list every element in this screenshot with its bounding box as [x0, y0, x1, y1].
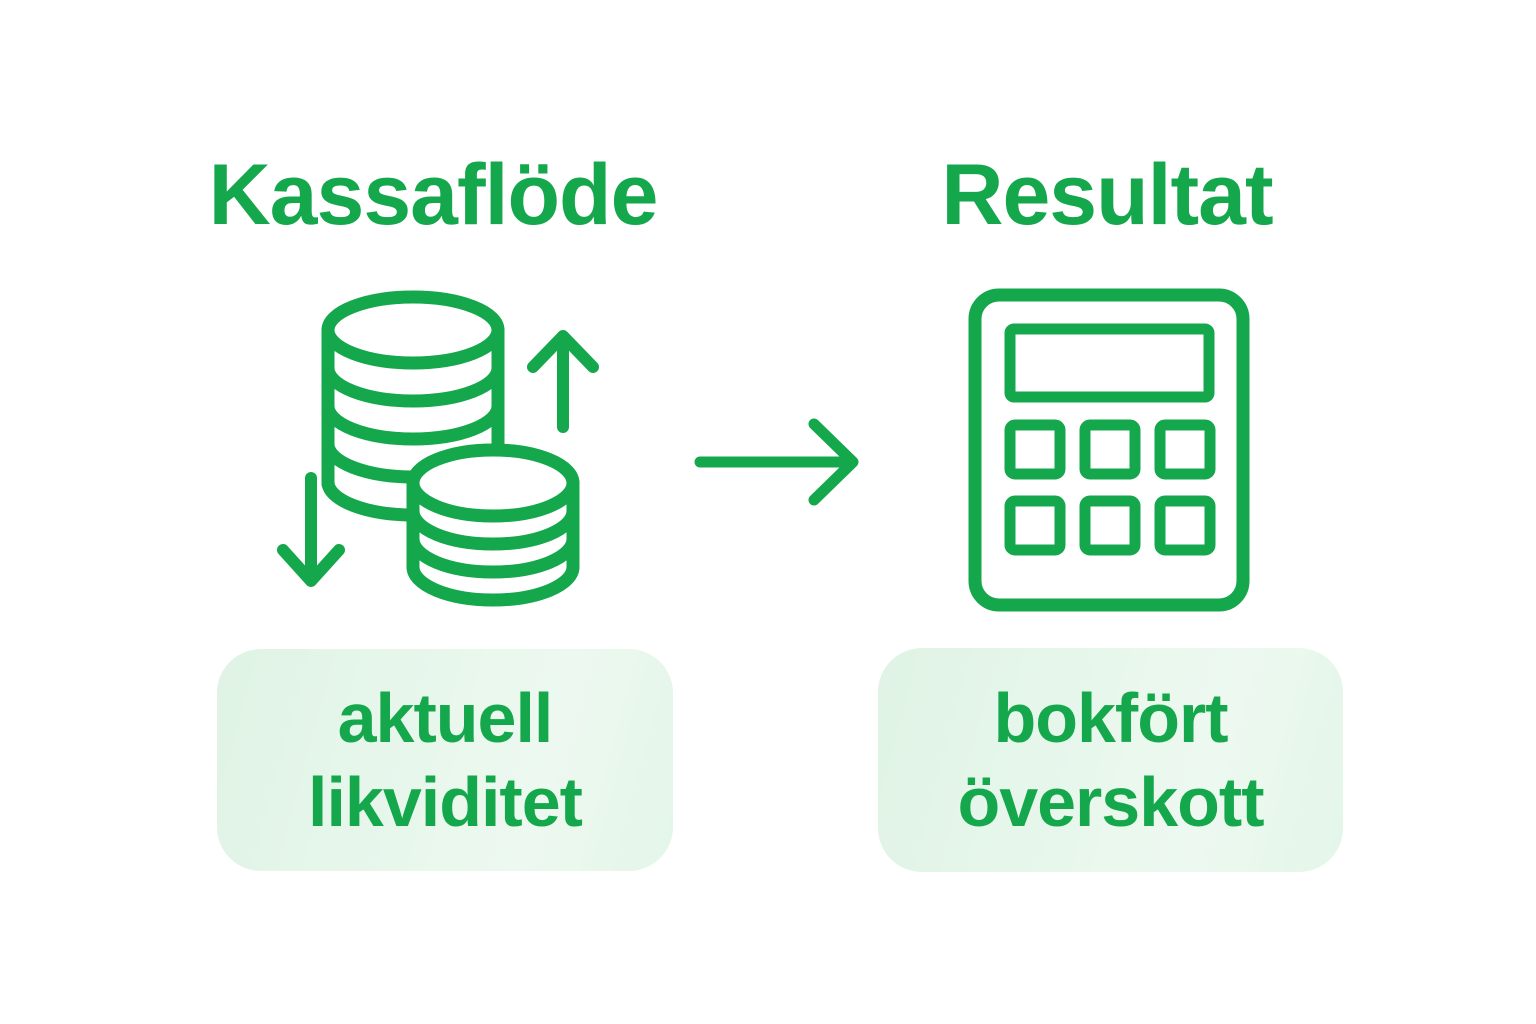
right-label-line-2: överskott — [957, 763, 1264, 841]
coins-icon — [321, 290, 580, 607]
left-label-line-2: likviditet — [308, 763, 583, 841]
arrow-down-icon — [277, 472, 345, 587]
calculator-icon — [968, 288, 1250, 612]
right-label-line-1: bokfört — [993, 679, 1228, 757]
right-column-title: Resultat — [941, 147, 1273, 243]
left-column-title: Kassaflöde — [208, 147, 659, 243]
left-label-line-1: aktuell — [337, 679, 554, 757]
flow-right-arrow-icon — [694, 418, 859, 506]
arrow-up-icon — [527, 330, 599, 433]
right-label-box: bokfört överskott — [878, 648, 1343, 872]
left-label-box: aktuell likviditet — [217, 649, 673, 871]
